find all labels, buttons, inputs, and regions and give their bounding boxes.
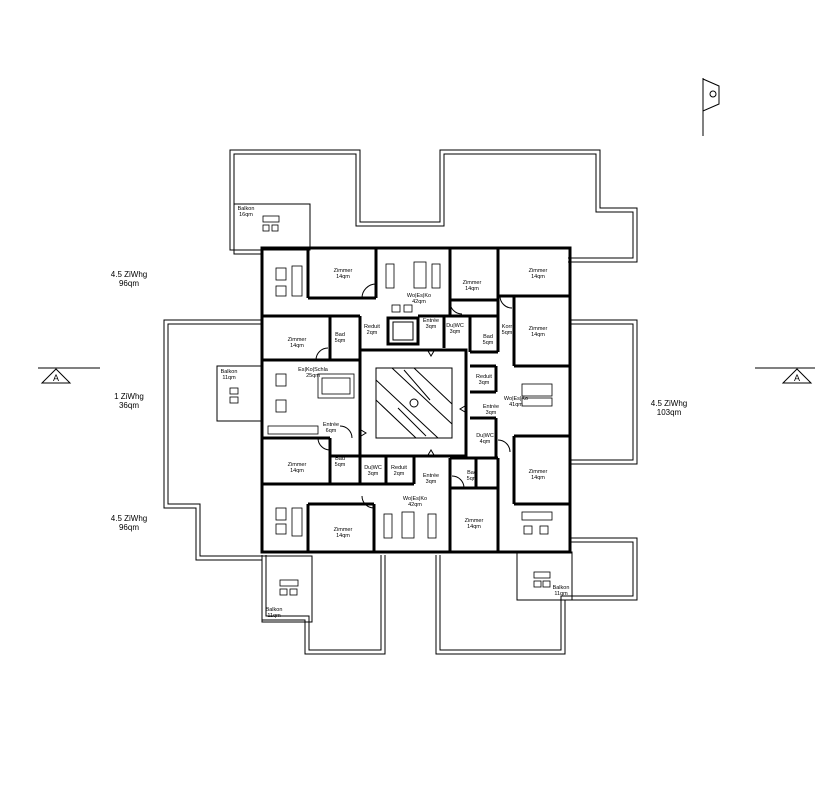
room-area: 42qm xyxy=(408,502,422,508)
room-area: 11qm xyxy=(267,613,281,619)
room-name: Bad xyxy=(335,456,345,462)
section-marker-right: A xyxy=(755,367,815,384)
furniture xyxy=(229,215,553,596)
room-name: Zimmer xyxy=(529,469,548,475)
unit-name-sw: 4.5 ZiWhg xyxy=(111,514,147,523)
unit-area-sw: 96qm xyxy=(119,523,139,532)
room-area: 5qm xyxy=(502,330,513,336)
balcony-northwest xyxy=(233,203,311,251)
room-name: Balkon xyxy=(266,607,283,613)
room-area: 14qm xyxy=(336,533,350,539)
room-area: 11qm xyxy=(222,375,236,381)
room-name: Zimmer xyxy=(334,268,353,274)
room-area: 41qm xyxy=(509,402,523,408)
section-marker-left: A xyxy=(38,367,100,384)
north-arrow-icon xyxy=(702,78,720,136)
arrow-south-icon xyxy=(427,449,435,456)
room-area: 14qm xyxy=(290,468,304,474)
room-name: Zimmer xyxy=(334,527,353,533)
room-labels: Balkon 16qm Zimmer 14qm Wo|Es|Ko 42qm Zi… xyxy=(221,206,570,619)
room-area: 16qm xyxy=(239,212,253,218)
room-area: 5qm xyxy=(467,476,478,482)
room-area: 5qm xyxy=(335,462,346,468)
unit-name-w: 1 ZiWhg xyxy=(114,392,144,401)
room-name: Entrée xyxy=(323,422,339,428)
room-name: Wo|Es|Ko xyxy=(504,396,528,402)
unit-name-nw: 4.5 ZiWhg xyxy=(111,270,147,279)
room-area: 5qm xyxy=(483,340,494,346)
unit-area-e: 103qm xyxy=(657,408,682,417)
room-name: Zimmer xyxy=(529,268,548,274)
room-area: 14qm xyxy=(336,274,350,280)
room-area: 2qm xyxy=(394,471,405,477)
room-area: 14qm xyxy=(290,343,304,349)
room-area: 4qm xyxy=(480,439,491,445)
arrow-east-icon xyxy=(459,405,466,413)
room-name: Balkon xyxy=(553,585,570,591)
room-name: Du|WC xyxy=(446,323,464,329)
room-name: Wo|Es|Ko xyxy=(407,293,431,299)
room-name: Reduit xyxy=(364,324,380,330)
room-area: 14qm xyxy=(531,332,545,338)
room-name: Reduit xyxy=(391,465,407,471)
balcony-southeast xyxy=(516,551,573,601)
room-area: 3qm xyxy=(450,329,461,335)
room-name: Balkon xyxy=(221,369,238,375)
room-area: 3qm xyxy=(426,479,437,485)
stair-icon xyxy=(375,367,453,439)
unit-labels: 4.5 ZiWhg 96qm 1 ZiWhg 36qm 4.5 ZiWhg 96… xyxy=(111,270,687,532)
room-name: Reduit xyxy=(476,374,492,380)
room-area: 6qm xyxy=(326,428,337,434)
room-name: Du|WC xyxy=(364,465,382,471)
room-area: 14qm xyxy=(467,524,481,530)
room-area: 2qm xyxy=(367,330,378,336)
unit-area-nw: 96qm xyxy=(119,279,139,288)
room-area: 14qm xyxy=(531,475,545,481)
room-name: Du|WC xyxy=(476,433,494,439)
section-label-left: A xyxy=(53,373,59,383)
room-name: Zimmer xyxy=(288,337,307,343)
room-name: Korr xyxy=(502,324,513,330)
room-name: Entrée xyxy=(423,473,439,479)
room-area: 14qm xyxy=(465,286,479,292)
room-area: 14qm xyxy=(531,274,545,280)
room-area: 11qm xyxy=(554,591,568,597)
balcony-west xyxy=(216,365,263,422)
doors xyxy=(315,283,513,509)
arrow-west-icon xyxy=(360,429,367,437)
room-name: Bad xyxy=(335,332,345,338)
room-area: 3qm xyxy=(486,410,497,416)
room-name: Zimmer xyxy=(463,280,482,286)
room-name: Bad xyxy=(483,334,493,340)
room-name: Wo|Es|Ko xyxy=(403,496,427,502)
room-name: Entrée xyxy=(423,318,439,324)
room-area: 3qm xyxy=(479,380,490,386)
section-label-right: A xyxy=(794,373,800,383)
balcony-southwest xyxy=(261,555,313,623)
elevator xyxy=(386,316,420,346)
room-name: Zimmer xyxy=(288,462,307,468)
room-area: 5qm xyxy=(335,338,346,344)
room-area: 3qm xyxy=(368,471,379,477)
arrow-north-icon xyxy=(427,350,435,357)
room-name: Es|Ko|Schla xyxy=(298,367,329,373)
unit-area-w: 36qm xyxy=(119,401,139,410)
room-name: Zimmer xyxy=(529,326,548,332)
room-name: Entrée xyxy=(483,404,499,410)
unit-name-e: 4.5 ZiWhg xyxy=(651,399,687,408)
room-area: 25qm xyxy=(306,373,320,379)
room-name: Balkon xyxy=(238,206,255,212)
room-name: Bad xyxy=(467,470,477,476)
room-area: 3qm xyxy=(426,324,437,330)
room-area: 42qm xyxy=(412,299,426,305)
room-name: Zimmer xyxy=(465,518,484,524)
